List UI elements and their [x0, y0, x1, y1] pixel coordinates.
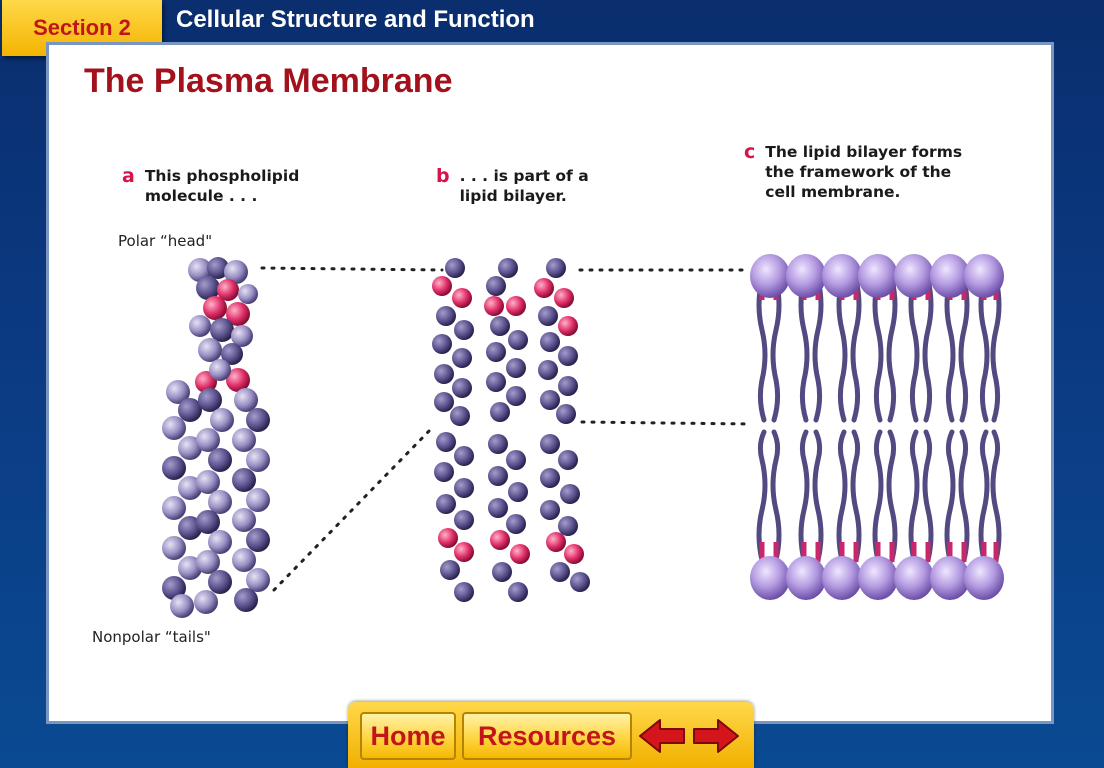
- caption-b: b . . . is part of a lipid bilayer.: [436, 166, 589, 206]
- home-button-label: Home: [370, 720, 446, 751]
- cell-membrane-diagram: [750, 254, 1004, 600]
- connector-lines: [260, 266, 752, 592]
- page-title: The Plasma Membrane: [84, 62, 453, 100]
- resources-button-label: Resources: [477, 720, 617, 751]
- right-arrow-icon[interactable]: [692, 716, 740, 756]
- home-button[interactable]: Home: [360, 712, 456, 760]
- membrane-figure: [162, 254, 1004, 618]
- chapter-title: Cellular Structure and Function: [176, 6, 535, 33]
- caption-c-letter: c: [744, 141, 756, 163]
- caption-c-line1: The lipid bilayer forms: [765, 143, 963, 161]
- caption-a-line1: This phospholipid: [144, 167, 300, 185]
- section-label: Section 2: [33, 15, 131, 40]
- caption-a-letter: a: [122, 165, 135, 187]
- nonpolar-tails-label: Nonpolar “tails": [92, 628, 211, 646]
- caption-c: c The lipid bilayer forms the framework …: [744, 142, 962, 202]
- left-arrow-icon[interactable]: [638, 716, 686, 756]
- caption-a: a This phospholipid molecule . . .: [122, 166, 299, 206]
- caption-c-line2: the framework of the: [765, 163, 952, 181]
- caption-b-line2: lipid bilayer.: [459, 187, 567, 205]
- polar-head-label: Polar “head": [118, 232, 213, 250]
- nav-bar: Home Resources: [348, 702, 754, 768]
- caption-a-line2: molecule . . .: [144, 187, 258, 205]
- caption-b-line1: . . . is part of a: [459, 167, 589, 185]
- caption-b-letter: b: [436, 165, 450, 187]
- caption-c-line3: cell membrane.: [765, 183, 901, 201]
- resources-button[interactable]: Resources: [462, 712, 632, 760]
- phospholipid-molecule: [162, 257, 270, 618]
- lipid-bilayer-fragment: [432, 258, 590, 602]
